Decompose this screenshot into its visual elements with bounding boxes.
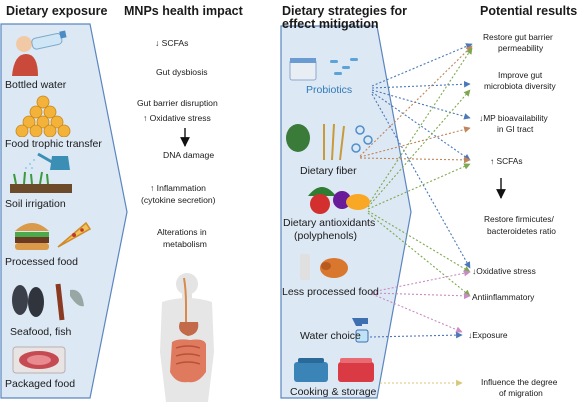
mussels-lobster-fish-icon bbox=[12, 283, 84, 321]
fiber-arrows bbox=[359, 45, 473, 164]
burger-pizza-icon bbox=[15, 221, 92, 250]
water-tap-glass-icon bbox=[352, 318, 369, 343]
packaged-meat-icon bbox=[12, 346, 66, 374]
result-oxidative: ↓Oxidative stress bbox=[472, 266, 536, 276]
header-strategies-1: Dietary strategies for bbox=[282, 4, 408, 18]
watering-can-icon bbox=[10, 152, 72, 193]
impact-barrier: Gut barrier disruption bbox=[137, 98, 218, 108]
impact-oxidative: ↑ Oxidative stress bbox=[143, 113, 211, 123]
result-migration-1: Influence the degree bbox=[481, 377, 558, 387]
strategy-less-processed: Less processed food bbox=[282, 286, 379, 298]
result-barrier-2: permeability bbox=[498, 43, 544, 53]
impact-scfas: ↓ SCFAs bbox=[155, 38, 189, 48]
strategy-antioxidants-1: Dietary antioxidants bbox=[283, 217, 376, 229]
header-strategies-2: effect mitigation bbox=[282, 17, 379, 31]
strategies-panel bbox=[280, 25, 412, 399]
result-diversity-2: microbiota diversity bbox=[484, 81, 556, 91]
yogurt-probiotics-icon bbox=[289, 58, 358, 81]
antioxidant-arrows bbox=[367, 47, 473, 297]
strategy-water: Water choice bbox=[300, 330, 361, 342]
exposure-label-food-trophic: Food trophic transfer bbox=[5, 138, 102, 150]
exposure-label-processed-food: Processed food bbox=[5, 256, 78, 268]
result-mp-2: in GI tract bbox=[497, 124, 534, 134]
impact-metabolism-1: Alterations in bbox=[157, 227, 207, 237]
impact-metabolism-2: metabolism bbox=[163, 239, 207, 249]
result-barrier-1: Restore gut barrier bbox=[483, 32, 553, 42]
strategy-cooking: Cooking & storage bbox=[290, 386, 377, 398]
header-potential-results: Potential results bbox=[480, 4, 578, 18]
result-ratio-2: bacteroidetes ratio bbox=[487, 226, 556, 236]
header-health-impact: MNPs health impact bbox=[124, 4, 243, 18]
strategy-fiber: Dietary fiber bbox=[300, 165, 357, 177]
strategy-antioxidants-2: (polyphenols) bbox=[294, 230, 358, 242]
exposure-label-packaged-food: Packaged food bbox=[5, 378, 76, 390]
water-bottle-drinking-icon bbox=[12, 30, 67, 76]
result-diversity-1: Improve gut bbox=[498, 70, 543, 80]
impact-dna: DNA damage bbox=[163, 150, 215, 160]
result-exposure: ↓Exposure bbox=[468, 330, 508, 340]
result-ratio-1: Restore firmicutes/ bbox=[484, 214, 554, 224]
water-arrow bbox=[369, 331, 463, 339]
exposure-label-soil-irrigation: Soil irrigation bbox=[5, 198, 66, 210]
impact-dysbiosis: Gut dysbiosis bbox=[156, 67, 208, 77]
probiotics-arrows bbox=[371, 43, 473, 269]
result-mp-1: ↓MP bioavailability bbox=[479, 113, 548, 123]
result-migration-2: of migration bbox=[499, 388, 543, 398]
chicken-vegetables-icon bbox=[300, 254, 348, 280]
result-antiinflammatory: Antiinflammatory bbox=[472, 292, 535, 302]
fiber-greens-wheat-icon bbox=[286, 123, 373, 161]
strategy-probiotics: Probiotics bbox=[306, 84, 353, 96]
exposure-label-seafood: Seafood, fish bbox=[10, 326, 72, 338]
exposure-label-bottled-water: Bottled water bbox=[5, 79, 67, 91]
result-scfas: ↑ SCFAs bbox=[490, 156, 523, 166]
cooking-pot-container-icon bbox=[294, 358, 374, 382]
impact-inflammation: ↑ Inflammation bbox=[150, 183, 206, 193]
less-processed-arrows bbox=[371, 269, 471, 333]
header-dietary-exposure: Dietary exposure bbox=[6, 4, 108, 18]
impact-cytokine: (cytokine secretion) bbox=[141, 195, 216, 205]
food-pyramid-icon bbox=[15, 95, 71, 137]
fruit-vegetables-icon bbox=[308, 187, 370, 214]
human-digestive-system-icon bbox=[160, 273, 214, 402]
